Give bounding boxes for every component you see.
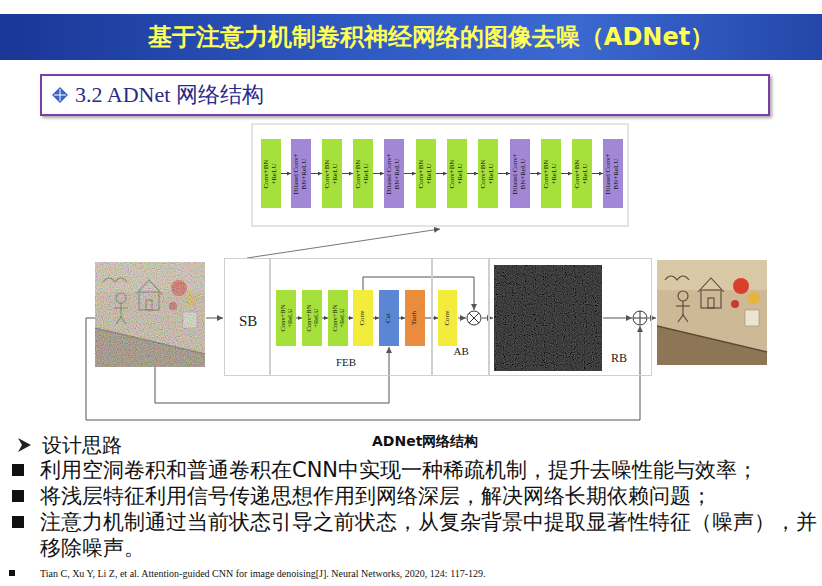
flow-arrow xyxy=(498,173,510,174)
rb-region: RB xyxy=(489,258,652,376)
block-label: Conv+BN +ReLU xyxy=(480,152,495,196)
noise-map-image xyxy=(494,265,602,371)
bullet-text: 利用空洞卷积和普通卷积在CNN中实现一种稀疏机制，提升去噪性能与效率； xyxy=(40,457,818,483)
region-label: RB xyxy=(611,352,627,366)
dilated-conv-block: Dilated Conv+ BN+ReLU xyxy=(510,139,530,208)
clean-output-image xyxy=(657,260,767,365)
square-bullet xyxy=(9,570,15,576)
region-label: AB xyxy=(454,345,469,358)
noisy-input-image xyxy=(95,262,205,367)
dilated-conv-block: Dilated Conv+ BN+ReLU xyxy=(384,139,404,208)
signal-wire xyxy=(603,318,632,319)
bullet-text: 注意力机制通过当前状态引导之前状态，从复杂背景中提取显著性特征（噪声），并移除噪… xyxy=(40,509,818,561)
dilated-conv-block: Dilated Conv+ BN+ReLU xyxy=(291,139,311,208)
block-label: Dilated Conv+ BN+ReLU xyxy=(512,147,527,201)
conv-block: Conv+BN +ReLU xyxy=(261,139,281,208)
figure-caption: ADNet网络结构 xyxy=(372,432,478,450)
ab-region: ABConv xyxy=(432,258,489,376)
block-label: Dilated Conv+ BN+ReLU xyxy=(386,147,401,201)
flow-arrow xyxy=(281,173,291,174)
block-label: Dilated Conv+ BN+ReLU xyxy=(293,147,308,201)
flow-arrow xyxy=(530,173,541,174)
region-label: SB xyxy=(239,313,257,330)
conv-block: Conv+BN +ReLU xyxy=(447,139,467,208)
block-label: Conv+BN +ReLU xyxy=(279,296,293,340)
flow-arrow xyxy=(342,173,353,174)
square-bullet xyxy=(12,464,24,476)
signal-wire xyxy=(155,347,389,403)
flow-arrow xyxy=(311,173,322,174)
square-bullet xyxy=(12,516,24,528)
block-label: Conv+BN +ReLU xyxy=(449,152,464,196)
flow-arrow xyxy=(436,173,447,174)
feb-region: FEB Conv+BN +ReLU Conv+BN +ReLU Conv+BN +Re… xyxy=(270,258,432,376)
conv-block: Conv+BN +ReLU xyxy=(328,290,348,346)
block-label: Conv+BN +ReLU xyxy=(574,152,589,196)
slide-title: 基于注意力机制卷积神经网络的图像去噪（ADNet） xyxy=(0,14,822,60)
region-label: FEB xyxy=(336,356,356,369)
flow-arrow xyxy=(467,173,478,174)
tanh-block: Tanh xyxy=(405,290,425,346)
signal-wire xyxy=(458,318,466,319)
section-bullet-icon xyxy=(52,87,68,103)
flow-arrow xyxy=(561,173,572,174)
square-bullet xyxy=(12,490,24,502)
conv-block: Conv+BN +ReLU xyxy=(276,290,296,346)
block-label: Tanh xyxy=(411,298,419,338)
flow-arrow xyxy=(592,173,603,174)
multiply-symbol xyxy=(467,311,481,325)
add-symbol xyxy=(633,311,647,325)
block-label: Dilated Conv+ BN+ReLU xyxy=(605,147,620,201)
conv-block: Conv+BN +ReLU xyxy=(541,139,561,208)
dilated-conv-block: Dilated Conv+ BN+ReLU xyxy=(603,139,623,208)
noisy-input-image xyxy=(95,262,205,367)
block-label: Conv+BN +ReLU xyxy=(305,296,319,340)
block-label: Conv+BN +ReLU xyxy=(543,152,558,196)
signal-wire xyxy=(206,318,223,319)
noise-map-image xyxy=(494,265,602,371)
block-label: Cat xyxy=(385,298,393,338)
sb-region: SB xyxy=(224,258,270,376)
clean-output-image xyxy=(657,260,767,365)
flow-arrow xyxy=(373,173,384,174)
section-heading-box: 3.2 ADNet 网络结构 xyxy=(40,74,770,116)
conv-block: Conv xyxy=(438,290,457,346)
noisy-input-image xyxy=(95,262,205,367)
noise-map-image xyxy=(494,265,602,371)
concat-block: Cat xyxy=(379,290,399,346)
sb-link-arrow xyxy=(247,229,440,258)
block-label: Conv+BN +ReLU xyxy=(331,296,345,340)
conv-block: Conv+BN +ReLU xyxy=(353,139,373,208)
block-label: Conv+BN +ReLU xyxy=(418,152,433,196)
flow-arrow xyxy=(404,173,416,174)
signal-wire xyxy=(482,318,493,319)
heading-text: 3.2 ADNet 网络结构 xyxy=(42,76,768,114)
signal-wire xyxy=(648,318,656,319)
add-symbol xyxy=(640,311,641,325)
conv-block: Conv+BN +ReLU xyxy=(322,139,342,208)
bullet-text: 将浅层特征利用信号传递思想作用到网络深层，解决网络长期依赖问题； xyxy=(40,483,818,509)
multiply-symbol xyxy=(467,311,481,325)
conv-block: Conv xyxy=(353,290,373,346)
block-label: Conv+BN +ReLU xyxy=(324,152,339,196)
conv-block: Conv+BN +ReLU xyxy=(572,139,592,208)
section-label: 设计思路 xyxy=(42,432,122,458)
sb-group-outline xyxy=(252,124,628,226)
section-bullet-icon xyxy=(54,95,66,96)
conv-block: Conv+BN +ReLU xyxy=(302,290,322,346)
block-label: Conv xyxy=(359,298,367,338)
block-label: Conv+BN +ReLU xyxy=(355,152,370,196)
section-bullet-icon xyxy=(52,87,68,103)
reference-note: Tian C, Xu Y, Li Z, et al. Attention-gui… xyxy=(40,567,486,580)
signal-wire xyxy=(86,277,656,420)
conv-block: Conv+BN +ReLU xyxy=(416,139,436,208)
multiply-symbol xyxy=(469,313,479,323)
multiply-symbol xyxy=(469,313,479,323)
arrow-bullet xyxy=(18,438,31,452)
block-label: Conv xyxy=(444,298,452,338)
conv-block: Conv+BN +ReLU xyxy=(478,139,498,208)
block-label: Conv+BN +ReLU xyxy=(263,152,278,196)
add-symbol xyxy=(633,311,647,325)
